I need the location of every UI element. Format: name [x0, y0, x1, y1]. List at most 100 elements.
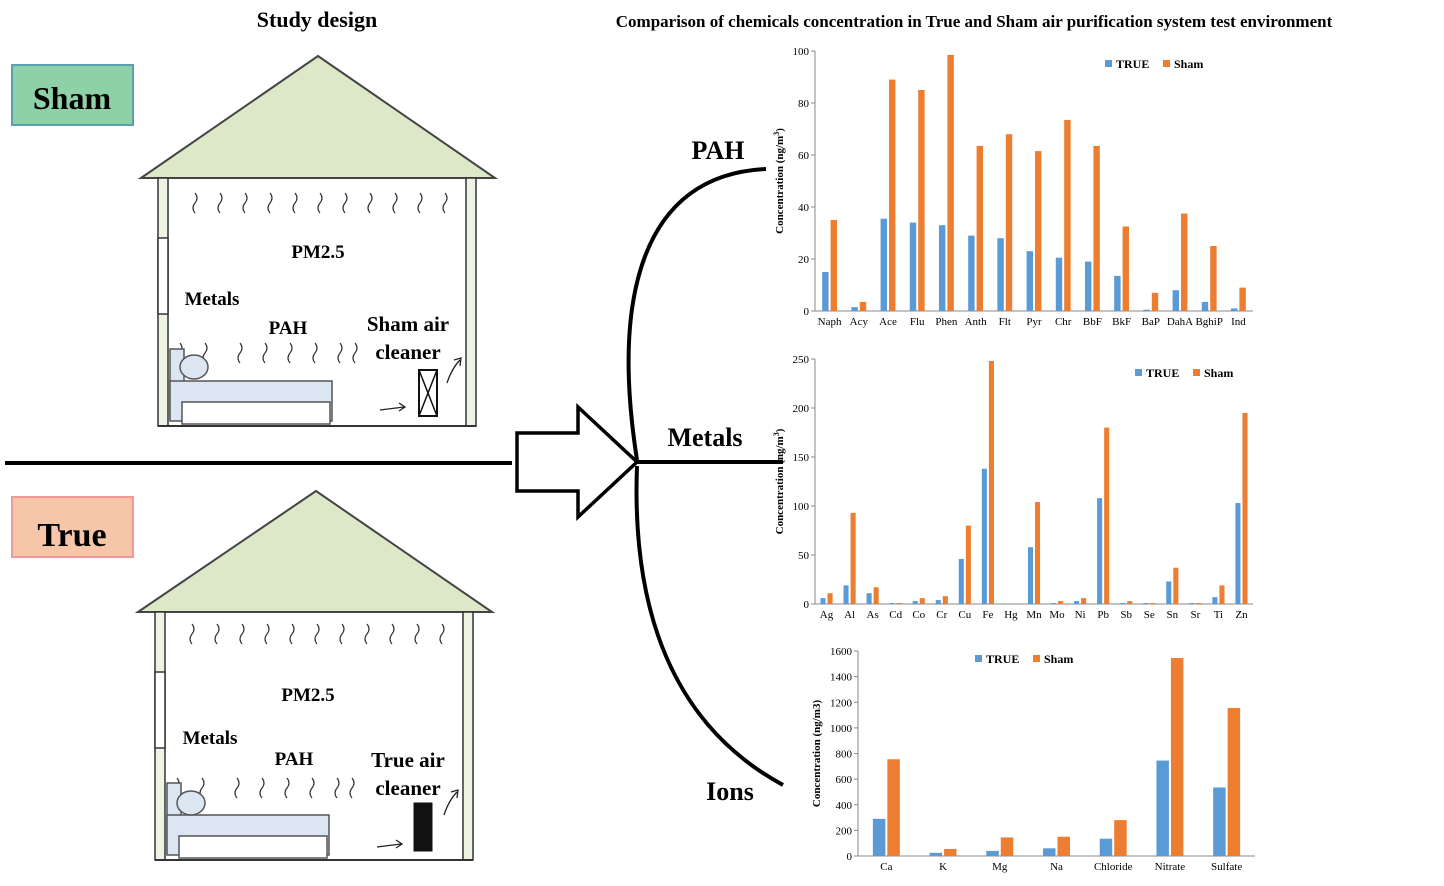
bar-true-zn [1235, 503, 1241, 604]
bar-true-na [1043, 848, 1056, 856]
true-cleaner-label-2: cleaner [375, 776, 440, 800]
bar-sham-cu [965, 525, 971, 604]
legend-label-sham: Sham [1174, 57, 1203, 71]
bar-sham-bghip [1210, 246, 1217, 311]
x-tick-label: Sn [1167, 609, 1179, 621]
x-tick-label: Anth [965, 316, 988, 328]
y-tick-label: 0 [804, 599, 810, 611]
sham-badge-label: Sham [33, 80, 112, 116]
bar-true-pyr [1026, 251, 1033, 311]
legend-label-true: TRUE [1146, 366, 1179, 380]
x-tick-label: Ca [880, 861, 892, 873]
x-tick-label: Naph [818, 316, 842, 328]
sham-house: PM2.5 Metals PAH Sham air cleaner [137, 54, 499, 427]
bar-true-flt [997, 238, 1004, 311]
bar-sham-fe [988, 360, 994, 604]
bar-true-fe [981, 468, 987, 604]
bar-true-ni [1074, 601, 1080, 604]
bar-true-phen [938, 225, 946, 311]
bar-sham-ace [889, 79, 896, 311]
bar-sham-nitrate [1170, 658, 1184, 856]
true-pah-label: PAH [275, 749, 314, 770]
x-tick-label: Phen [935, 316, 958, 328]
x-tick-label: Chr [1055, 316, 1072, 328]
bar-true-k [929, 852, 943, 856]
study-design-title: Study design [257, 7, 377, 32]
y-tick-label: 1000 [830, 723, 853, 735]
bar-sham-pb [1104, 427, 1110, 604]
x-tick-label: Pyr [1026, 316, 1042, 328]
particle-squiggle [364, 623, 370, 645]
y-tick-label: 150 [793, 452, 810, 464]
particle-squiggle [214, 623, 220, 645]
y-tick-label: 1200 [830, 697, 853, 709]
branch-ions [634, 465, 784, 787]
y-axis-label: Concentration (ng/m3) [772, 128, 786, 234]
bar-true-mn [1027, 547, 1033, 604]
legend-swatch-true [975, 655, 982, 662]
bar-sham-ind [1239, 287, 1246, 311]
x-tick-label: BaP [1142, 316, 1160, 328]
bar-true-ti [1212, 597, 1218, 604]
particle-squiggle [442, 192, 448, 214]
bar-sham-anth [976, 145, 984, 311]
branch-label-pah: PAH [692, 136, 745, 165]
particle-squiggle [349, 777, 355, 799]
bar-sham-ni [1081, 598, 1087, 604]
sham-pm25-squiggles [192, 192, 448, 214]
branch-label-ions: Ions [706, 777, 754, 806]
x-tick-label: Al [844, 609, 855, 621]
sham-pm25-label: PM2.5 [291, 242, 344, 263]
y-tick-label: 200 [836, 825, 853, 837]
x-tick-label: Nitrate [1155, 861, 1186, 873]
y-tick-label: 100 [793, 501, 810, 513]
x-tick-label: Cr [936, 609, 947, 621]
true-metals-label: Metals [183, 728, 238, 749]
particle-squiggle [264, 623, 270, 645]
particle-squiggle [267, 192, 273, 214]
x-tick-label: Na [1050, 861, 1063, 873]
bar-true-mo [1050, 603, 1057, 604]
particle-squiggle [242, 192, 248, 214]
x-tick-label: Ace [879, 316, 897, 328]
x-tick-label: Chloride [1094, 861, 1133, 873]
particle-squiggle [352, 342, 358, 364]
x-tick-label: Mg [992, 861, 1008, 873]
bar-sham-sb [1127, 601, 1133, 604]
bar-true-ag [820, 598, 826, 604]
particle-squiggle [317, 192, 323, 214]
true-window [154, 671, 166, 749]
x-tick-label: Ti [1214, 609, 1223, 621]
y-tick-label: 1600 [830, 646, 853, 658]
x-tick-label: Cd [889, 609, 902, 621]
sham-cleaner-label-2: cleaner [375, 340, 440, 364]
legend-label-true: TRUE [986, 652, 1019, 666]
bar-sham-naph [830, 220, 838, 311]
particle-squiggle [367, 192, 373, 214]
sham-pillow [179, 354, 209, 380]
branch-pah [626, 167, 767, 461]
y-tick-label: 60 [798, 150, 810, 162]
particle-squiggle [337, 342, 343, 364]
x-tick-label: Sr [1190, 609, 1200, 621]
y-tick-label: 20 [798, 254, 810, 266]
x-tick-label: Sb [1120, 609, 1132, 621]
bar-true-se [1143, 603, 1149, 604]
x-tick-label: Acy [850, 316, 869, 328]
x-tick-label: Flu [910, 316, 925, 328]
true-house: PM2.5 Metals PAH True air cleaner [134, 489, 496, 861]
x-tick-label: Ag [820, 609, 834, 621]
true-pillow [176, 790, 206, 816]
y-tick-label: 80 [798, 98, 810, 110]
bar-true-co [912, 601, 918, 604]
particle-squiggle [392, 192, 398, 214]
bar-sham-sn [1173, 567, 1179, 604]
x-tick-label: Co [912, 609, 925, 621]
true-air-cleaner-icon [413, 802, 433, 852]
x-tick-label: As [867, 609, 879, 621]
particle-squiggle [389, 623, 395, 645]
bar-true-mg [986, 850, 999, 856]
particle-squiggle [239, 623, 245, 645]
